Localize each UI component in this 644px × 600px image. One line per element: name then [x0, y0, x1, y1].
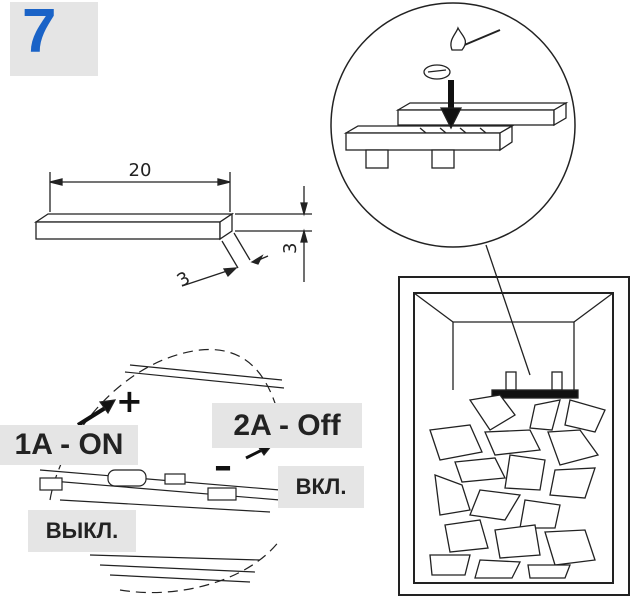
- dimension-length: 20: [129, 160, 152, 181]
- kindling-magnifier: [330, 2, 576, 376]
- strip-drawing: [33, 172, 312, 287]
- label-vkl: ВКЛ.: [278, 466, 364, 508]
- dimension-width: 3: [174, 268, 194, 292]
- label-vykl: ВЫКЛ.: [28, 510, 136, 552]
- plus-sign: +: [116, 382, 143, 420]
- step-number-box: 7: [10, 0, 98, 76]
- dimension-height: 3: [280, 243, 301, 254]
- switch-detail: [39, 348, 285, 594]
- minus-sign: –: [214, 446, 232, 487]
- label-1a-on: 1A - ON: [0, 425, 138, 465]
- fireplace-drawing: [398, 276, 630, 596]
- step-number: 7: [22, 0, 57, 66]
- label-2a-off: 2A - Off: [212, 403, 362, 448]
